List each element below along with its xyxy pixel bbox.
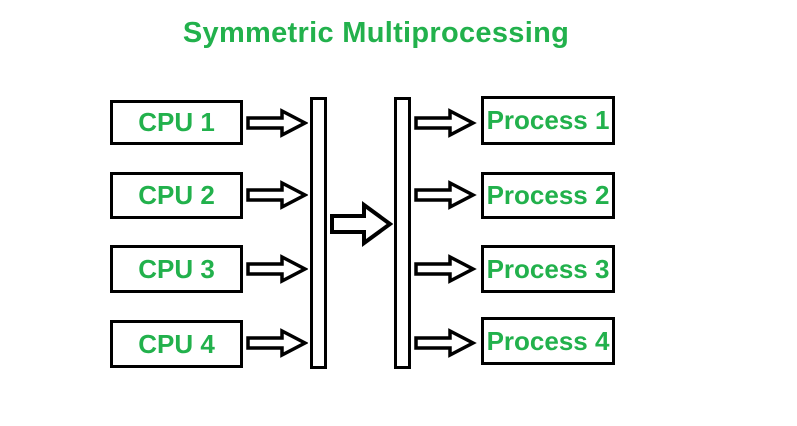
- arrow-right-icon: [413, 107, 477, 139]
- arrow-right-icon: [246, 179, 308, 211]
- arrow-right-icon: [330, 199, 393, 249]
- process-2-label: Process 2: [486, 180, 610, 210]
- cpu-box-4: CPU 4: [110, 320, 243, 368]
- cpu-box-3: CPU 3: [110, 245, 243, 293]
- diagram-title: Symmetric Multiprocessing: [182, 17, 570, 49]
- cpu-4-label: CPU 4: [138, 328, 215, 359]
- arrow-right-icon: [246, 107, 308, 139]
- process-box-3: Process 3: [481, 245, 615, 293]
- process-4-label: Process 4: [486, 325, 610, 356]
- process-box-1: Process 1: [481, 96, 615, 145]
- arrow-right-icon: [413, 253, 477, 285]
- bus-bar-left: [310, 97, 327, 369]
- bus-bar-right: [394, 97, 411, 369]
- arrow-right-icon: [246, 327, 308, 359]
- arrow-right-icon: [413, 179, 477, 211]
- cpu-3-label: CPU 3: [138, 253, 215, 284]
- arrow-right-icon: [413, 327, 477, 359]
- cpu-1-label: CPU 1: [138, 107, 215, 137]
- cpu-box-1: CPU 1: [110, 100, 243, 145]
- arrow-right-icon: [246, 253, 308, 285]
- process-box-4: Process 4: [481, 317, 615, 365]
- cpu-box-2: CPU 2: [110, 172, 243, 219]
- cpu-2-label: CPU 2: [138, 180, 215, 210]
- process-1-label: Process 1: [486, 105, 610, 135]
- process-3-label: Process 3: [486, 253, 610, 284]
- process-box-2: Process 2: [481, 172, 615, 219]
